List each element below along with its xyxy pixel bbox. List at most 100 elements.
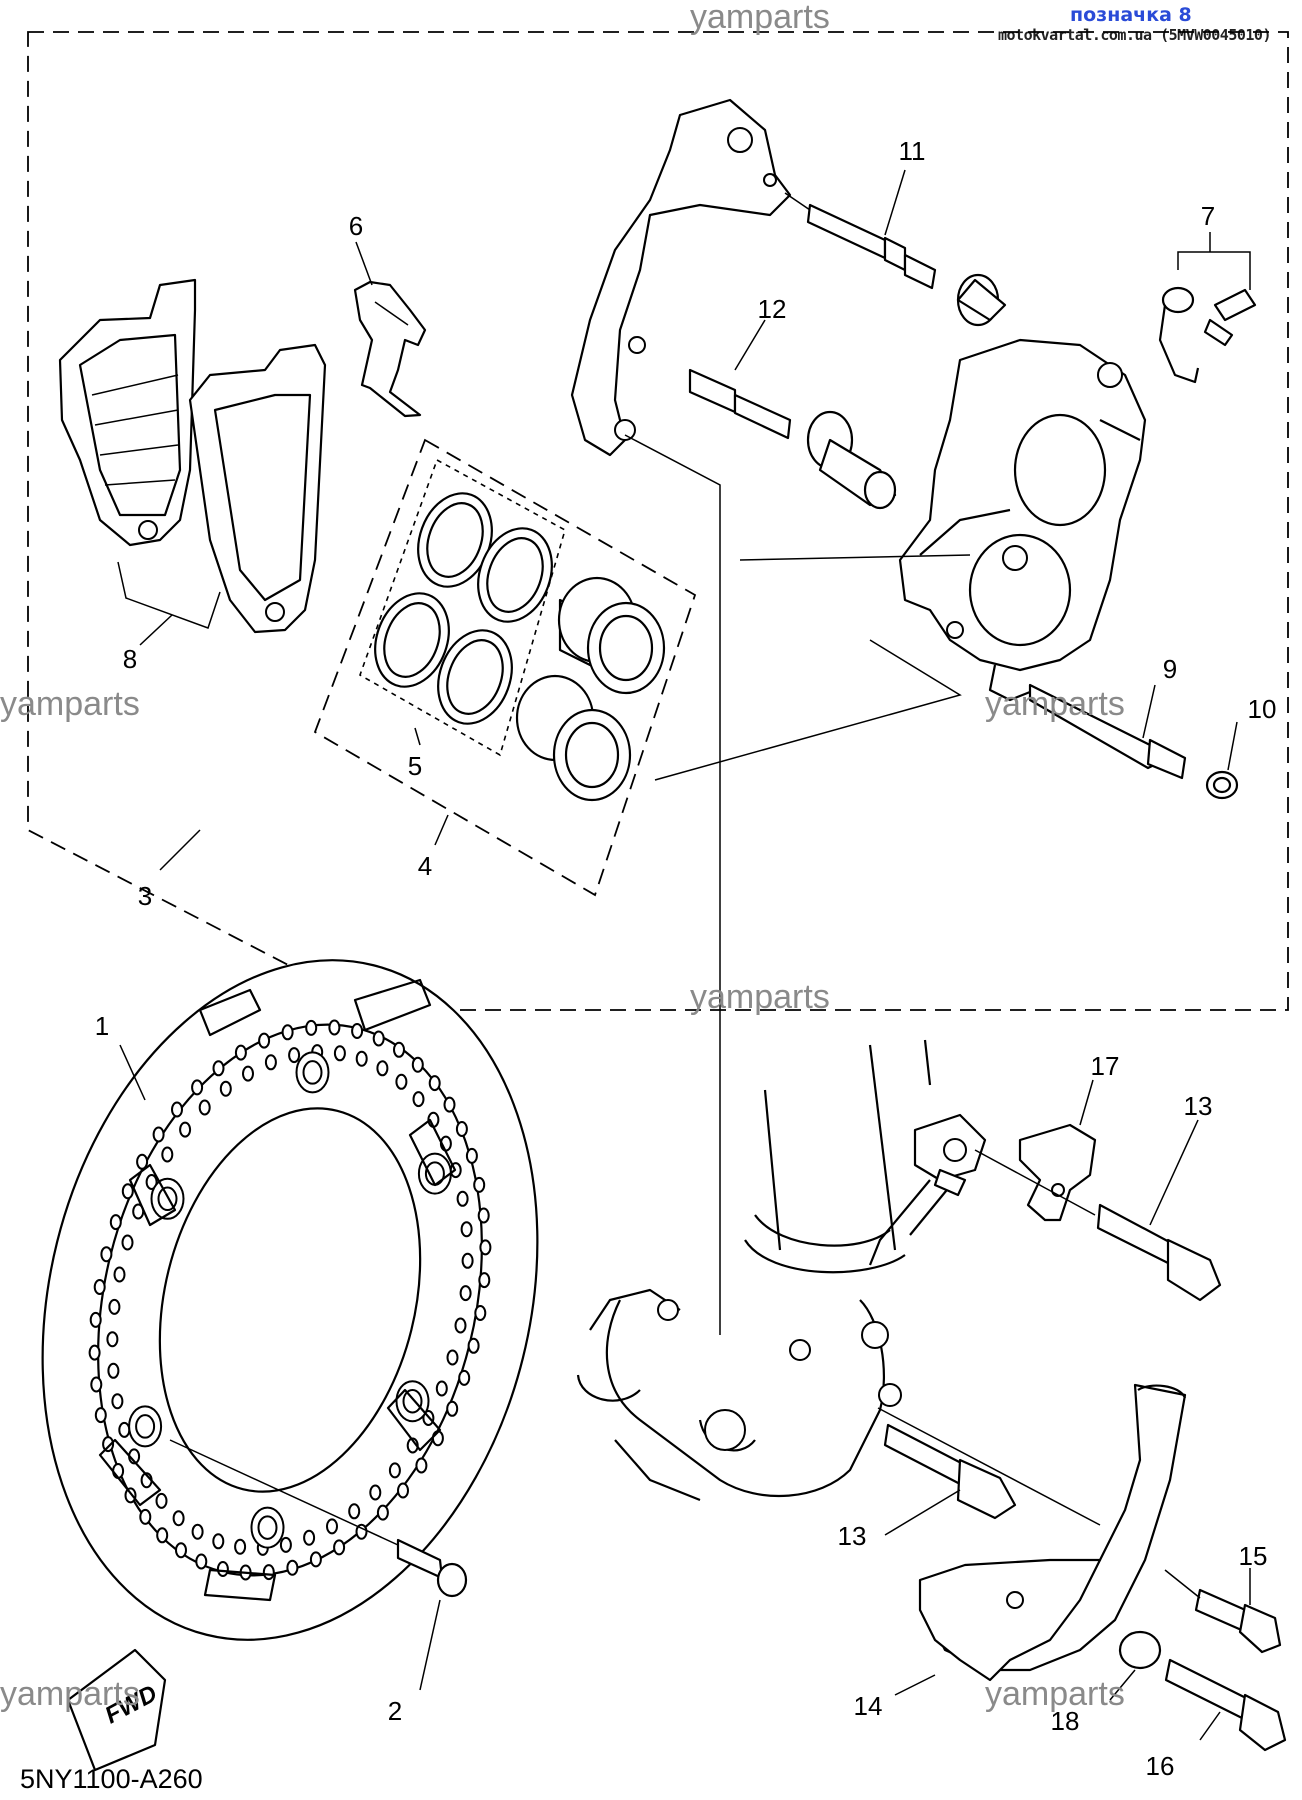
disc-hole: [446, 1400, 459, 1417]
disc-hole: [467, 1337, 480, 1354]
piston-seals: [374, 492, 553, 725]
guard-axis: [877, 1407, 1101, 1526]
disc-hole: [458, 1369, 471, 1386]
disc-hole: [198, 1099, 211, 1116]
disc-hole: [435, 1380, 448, 1397]
part-label-15: 15: [1239, 1541, 1268, 1571]
disc-bolt-axis: [169, 1439, 399, 1546]
disc-hole: [376, 1060, 389, 1077]
pin-axis-11: [784, 192, 811, 211]
pad-bracket: [117, 561, 221, 629]
disc-hole: [461, 1252, 474, 1269]
disc-rivet: [395, 1380, 430, 1423]
leader-17: [1079, 1079, 1094, 1126]
disc-guard: [918, 1383, 1187, 1682]
leader-3: [159, 829, 201, 871]
disc-hole: [212, 1533, 225, 1550]
disc-hole: [286, 1559, 299, 1576]
disc-rivet: [150, 1177, 185, 1220]
part-label-18: 18: [1051, 1706, 1080, 1736]
pin-boot-lower: [806, 410, 897, 510]
disc-hole: [219, 1080, 232, 1097]
disc-hole: [191, 1079, 204, 1096]
disc-hole: [118, 1421, 131, 1438]
part-label-8: 8: [123, 644, 137, 674]
disc-hole: [415, 1457, 428, 1474]
caliper-assembly-boundary: [27, 31, 1289, 1011]
disc-hole: [348, 1503, 361, 1520]
disc-hole: [376, 1504, 389, 1521]
disc-hole: [333, 1045, 346, 1062]
disc-hole: [460, 1221, 473, 1238]
pistons: [515, 576, 666, 802]
site-caption: motokvartal.com.ua (5MVW0045010): [998, 26, 1271, 44]
disc-hole: [465, 1147, 478, 1164]
part-label-1: 1: [95, 1011, 109, 1041]
part-label-12: 12: [758, 294, 787, 324]
disc-hole: [93, 1279, 106, 1295]
guard-axis-15: [1164, 1569, 1201, 1599]
disc-hole: [395, 1073, 408, 1090]
diagram-code: 5NY1100-A260: [20, 1764, 203, 1794]
part-label-7: 7: [1201, 201, 1215, 231]
disc-hole: [397, 1482, 409, 1499]
part-label-5: 5: [408, 751, 422, 781]
guide-bolt: [1096, 1203, 1222, 1302]
disc-hole: [100, 1246, 113, 1263]
disc-bolt: [396, 1538, 468, 1598]
leader-14: [894, 1674, 936, 1696]
disc-hole: [309, 1551, 322, 1568]
piston-seal-boundary: [359, 458, 566, 757]
part-label-11: 11: [899, 136, 926, 166]
slide-pin-lower: [688, 368, 792, 440]
leader-9: [1142, 684, 1156, 739]
disc-hole: [281, 1024, 294, 1041]
disc-hole: [234, 1044, 247, 1061]
leader-1: [119, 1044, 146, 1101]
leader-13-lower: [884, 1489, 961, 1536]
part-label-4: 4: [418, 851, 432, 881]
disc-hole: [372, 1030, 385, 1047]
disc-hole: [124, 1487, 137, 1504]
disc-hole: [171, 1101, 183, 1118]
disc-hole: [242, 1065, 254, 1082]
disc-hole: [393, 1041, 405, 1058]
watermark-bottom-right: yamparts: [985, 1675, 1125, 1713]
part-label-10: 10: [1248, 694, 1277, 724]
part-label-14: 14: [854, 1691, 883, 1721]
disc-hole: [328, 1019, 341, 1036]
disc-hole: [478, 1272, 491, 1289]
caliper-bracket: [570, 98, 792, 457]
disc-hole: [136, 1153, 149, 1170]
disc-hole: [89, 1311, 102, 1328]
disc-rivet: [128, 1405, 163, 1448]
disc-hole: [446, 1349, 459, 1366]
guide-line-b: [654, 639, 962, 781]
disc-hole: [155, 1492, 168, 1509]
part-label-16: 16: [1146, 1751, 1175, 1781]
guard-bolt: [883, 1423, 1017, 1520]
washer: [1118, 1630, 1162, 1670]
fork-axle-bracket: [868, 1113, 987, 1266]
disc-hole: [412, 1091, 425, 1108]
disc-hole: [411, 1056, 424, 1073]
disc-hole: [388, 1462, 401, 1479]
watermark-left: yamparts: [0, 685, 140, 723]
pin-boot-upper: [956, 273, 1007, 327]
part-label-17: 17: [1091, 1051, 1120, 1081]
disc-hole: [326, 1518, 338, 1535]
marker-link[interactable]: позначка 8: [1070, 4, 1192, 26]
leader-10: [1227, 721, 1238, 771]
disc-hole: [152, 1126, 165, 1143]
disc-hole: [179, 1121, 192, 1138]
disc-hole: [145, 1174, 158, 1190]
disc-hole: [106, 1331, 119, 1348]
disc-hole: [258, 1032, 271, 1049]
disc-hole: [351, 1023, 364, 1039]
disc-hole: [172, 1510, 185, 1527]
disc-hole: [474, 1305, 487, 1321]
leader-7-bracket: [1177, 251, 1251, 290]
disc-hole: [161, 1146, 174, 1163]
disc-hole: [94, 1407, 107, 1424]
